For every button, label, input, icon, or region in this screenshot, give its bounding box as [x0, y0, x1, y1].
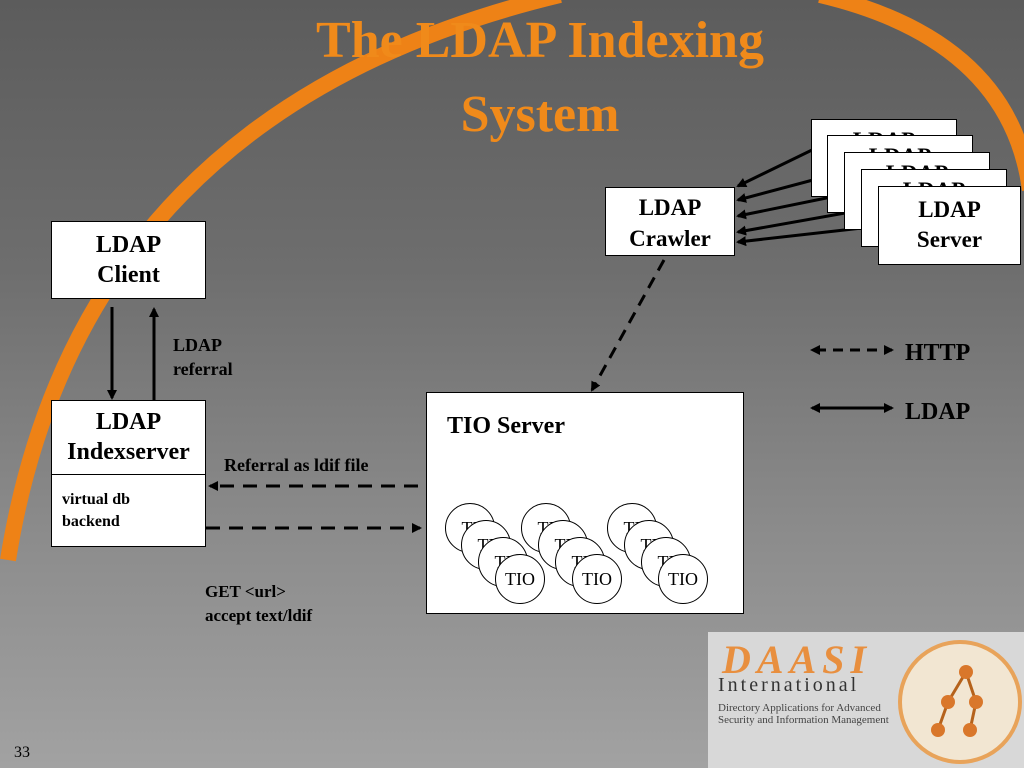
logo-tagline: Directory Applications for Advanced Secu… [718, 702, 889, 726]
tio-server-box: TIO Server TI TI TI TIO TI TI TI TIO TI … [426, 392, 744, 614]
ldap-crawler-box: LDAP Crawler [605, 187, 735, 256]
crawler-label-line-1: LDAP [638, 195, 702, 220]
tio-node: TIO [572, 554, 622, 604]
logo-name: DAASI [722, 637, 873, 682]
referral-file-label: Referral as ldif file [224, 455, 369, 475]
backend-label-line-2: backend [62, 513, 120, 530]
ldap-server-box: LDAP Server [878, 186, 1021, 265]
client-label-line-2: Client [97, 262, 160, 288]
indexserver-label-line-2: Indexserver [67, 439, 190, 465]
legend-http-label: HTTP [905, 340, 971, 366]
ldap-indexserver-box: LDAP Indexserver virtual db backend [51, 400, 206, 547]
referral-label-line-1: LDAP [173, 335, 222, 355]
server-label-line-2: Server [916, 227, 983, 252]
referral-label-line-2: referral [173, 359, 233, 379]
get-label-line-2: accept text/ldif [205, 606, 313, 625]
title-line-1: The LDAP Indexing [316, 12, 764, 69]
client-label-line-1: LDAP [95, 232, 162, 258]
tio-node: TIO [658, 554, 708, 604]
logo-emblem [898, 640, 1022, 764]
legend-ldap-label: LDAP [905, 399, 971, 425]
get-label-line-1: GET <url> [205, 582, 286, 601]
get-request-label: GET <url> accept text/ldif [205, 580, 312, 628]
crawler-label-line-2: Crawler [629, 226, 711, 251]
server-label-line-1: LDAP [918, 197, 981, 222]
virtual-db-backend: virtual db backend [52, 475, 205, 533]
logo-subtitle: International [718, 674, 860, 696]
ldap-client-box: LDAP Client [51, 221, 206, 299]
tio-node-label: TIO [582, 569, 612, 589]
ldap-referral-label: LDAP referral [173, 333, 233, 381]
backend-label-line-1: virtual db [62, 491, 131, 508]
page-number: 33 [14, 744, 30, 761]
indexserver-label-line-1: LDAP [95, 409, 162, 435]
title-line-2: System [460, 86, 620, 143]
slide-title: The LDAP Indexing System [240, 4, 840, 152]
tio-node-label: TIO [505, 569, 535, 589]
tio-node: TIO [495, 554, 545, 604]
daasi-logo: DAASI International Directory Applicatio… [708, 632, 1024, 768]
tio-server-title: TIO Server [447, 413, 565, 439]
indexserver-header: LDAP Indexserver [52, 401, 205, 475]
tio-node-label: TIO [668, 569, 698, 589]
